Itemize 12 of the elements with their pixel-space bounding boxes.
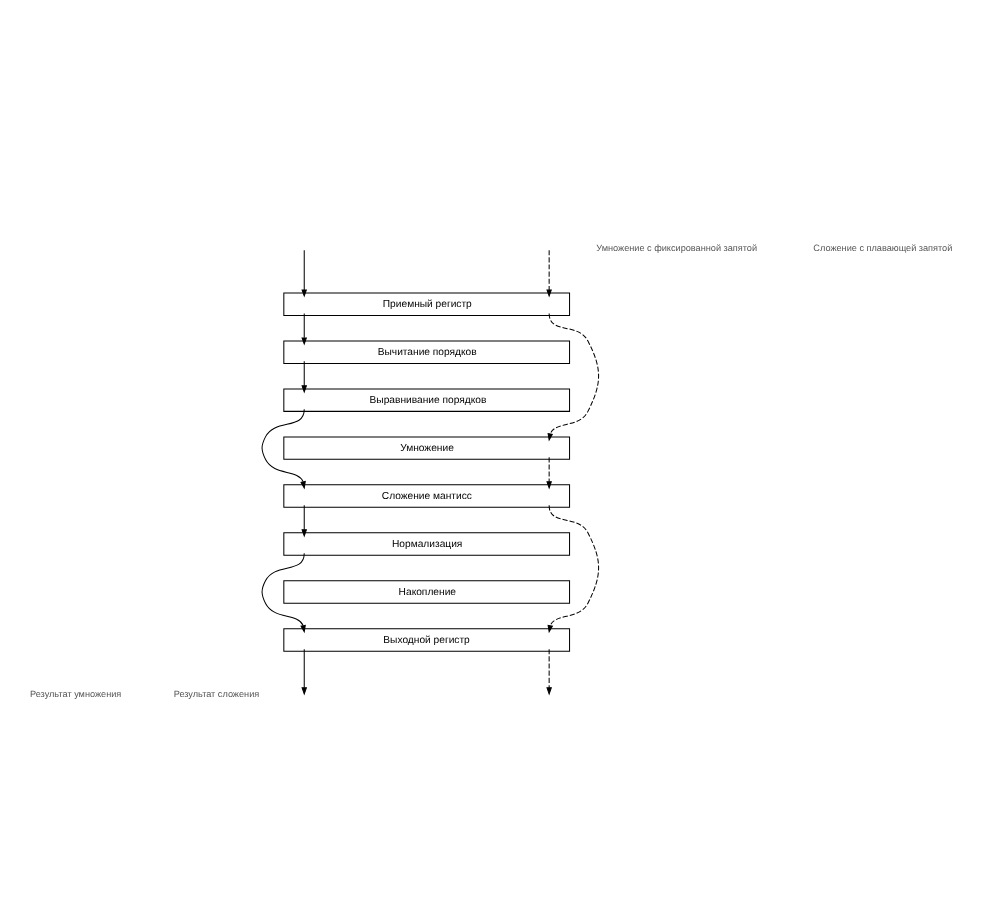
arrow [300, 503, 307, 537]
arrow [545, 248, 551, 297]
arrow [260, 551, 305, 633]
arrow [545, 455, 551, 489]
arrow [546, 503, 599, 633]
arrow [300, 647, 307, 695]
arrow [260, 407, 305, 489]
arrow [300, 359, 307, 393]
arrow [300, 311, 307, 345]
arrow [546, 311, 599, 441]
arrow [545, 647, 551, 695]
arrow [300, 248, 307, 297]
